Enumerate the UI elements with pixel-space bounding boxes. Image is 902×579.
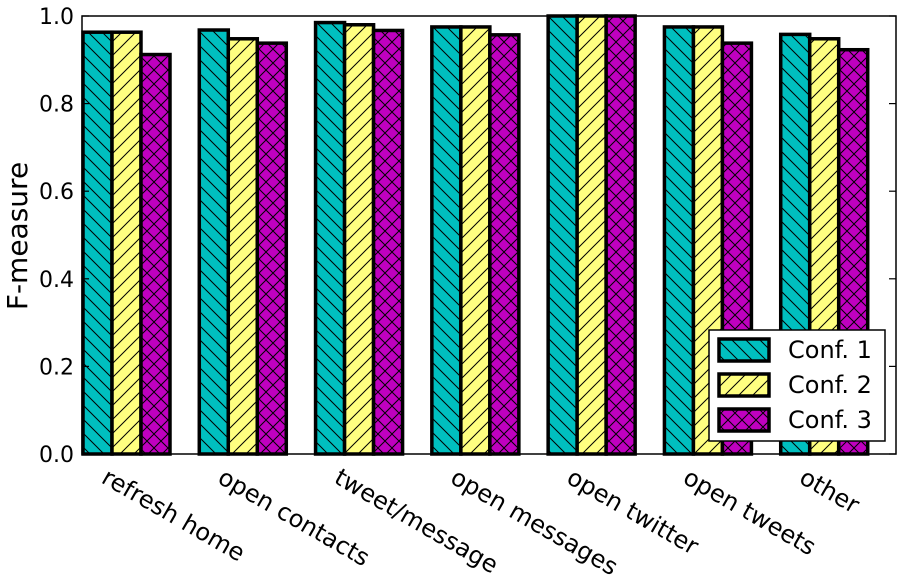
y-tick-label: 0.8 — [39, 93, 74, 118]
legend-label: Conf. 1 — [788, 336, 872, 364]
y-tick-label: 1.0 — [39, 5, 74, 30]
bar-tweet-message-conf-3 — [371, 28, 405, 456]
legend-entry-conf-1: Conf. 1 — [717, 336, 872, 364]
bar-open-messages-conf-3 — [488, 33, 521, 456]
bar-open-tweets-conf-1 — [662, 25, 696, 456]
bar-tweet-message-conf-2 — [342, 23, 376, 456]
bar-open-messages-conf-2 — [459, 25, 492, 456]
legend: Conf. 1 Conf. 2 Conf. 3 — [708, 329, 886, 442]
bar-open-messages-conf-1 — [430, 25, 463, 456]
legend-entry-conf-3: Conf. 3 — [717, 406, 872, 434]
bar-open-twitter-conf-1 — [546, 14, 579, 456]
bar-refresh-home-conf-1 — [81, 30, 114, 456]
y-tick-label: 0.0 — [39, 443, 74, 468]
bar-open-contacts-conf-2 — [226, 37, 260, 456]
legend-label: Conf. 3 — [788, 406, 872, 434]
plot-frame — [81, 15, 897, 455]
y-axis-ticks: 0.0 0.2 0.4 0.6 0.8 1.0 — [39, 5, 896, 468]
bar-refresh-home-conf-2 — [110, 30, 143, 456]
y-axis-title: F-measure — [1, 162, 34, 310]
bar-open-contacts-conf-3 — [255, 41, 289, 456]
y-tick-label: 0.4 — [39, 268, 74, 293]
bar-refresh-home-conf-3 — [139, 52, 172, 456]
bar-open-contacts-conf-1 — [197, 28, 231, 456]
bar-tweet-message-conf-1 — [313, 20, 347, 456]
legend-label: Conf. 2 — [788, 371, 872, 399]
legend-entry-conf-2: Conf. 2 — [717, 371, 872, 399]
bar-open-twitter-conf-2 — [575, 14, 608, 456]
x-tick-label-other: other — [795, 463, 864, 519]
y-tick-label: 0.2 — [39, 355, 74, 380]
bar-open-twitter-conf-3 — [604, 14, 637, 456]
y-tick-label: 0.6 — [39, 180, 74, 205]
